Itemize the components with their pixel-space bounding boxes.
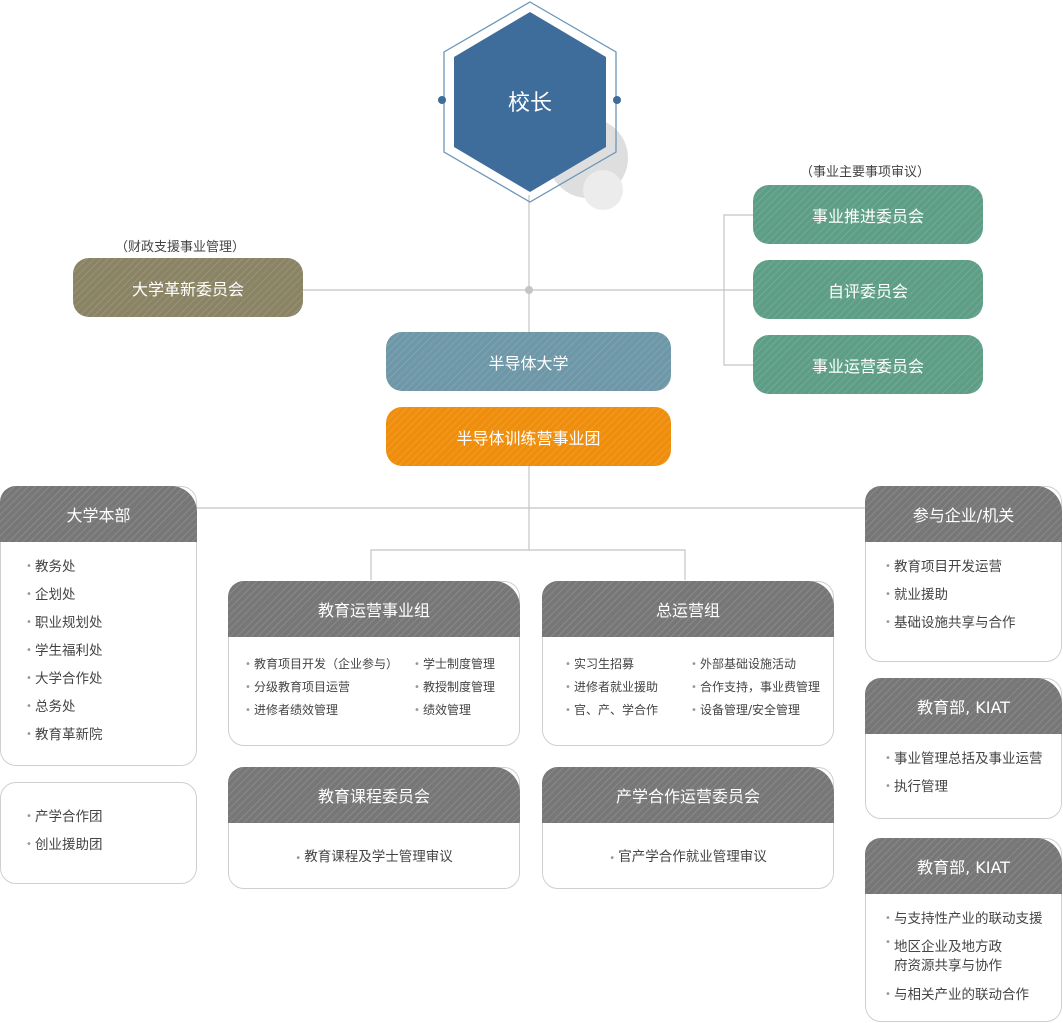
list-item: 实习生招募 [565, 653, 658, 676]
self-evaluation-committee-label: 自评委员会 [827, 281, 908, 301]
general-ops-col1: 实习生招募 进修者就业援助 官、产、学合作 [565, 653, 658, 722]
univ-innovation-committee: 大学革新委员会 [73, 258, 303, 317]
list-item: 教授制度管理 [414, 676, 495, 699]
right-committees-note: （事业主要事项审议） [800, 165, 931, 180]
ministry-list-1: 事业管理总括及事业运营 执行管理 [885, 745, 1043, 801]
left-committee-note: （财政支援事业管理） [115, 240, 246, 255]
list-item: 与支持性产业的联动支援 [885, 905, 1043, 933]
list-item: 教育项目开发（企业参与） [245, 653, 398, 676]
semiconductor-training-group: 半导体训练营事业团 [386, 407, 671, 466]
curriculum-committee-header: 教育课程委员会 [228, 767, 520, 823]
univ-hq-card: 大学本部 教务处 企划处 职业规划处 学生福利处 大学合作处 总务处 教育革新院 [0, 486, 197, 766]
univ-hq-title: 大学本部 [66, 506, 131, 525]
list-item: 教务处 [26, 553, 103, 581]
semiconductor-university-label: 半导体大学 [488, 353, 569, 373]
participating-card: 参与企业/机关 教育项目开发运营 就业援助 基础设施共享与合作 [865, 486, 1062, 662]
project-promotion-committee: 事业推进委员会 [753, 185, 983, 244]
ministry-list-2: 与支持性产业的联动支援 地区企业及地方政 府资源共享与协作 与相关产业的联动合作 [885, 905, 1043, 1009]
edu-ops-col1: 教育项目开发（企业参与） 分级教育项目运营 进修者绩效管理 [245, 653, 398, 722]
list-item: 创业援助团 [26, 831, 103, 859]
president-hexagon [438, 1, 628, 210]
general-ops-title: 总运营组 [655, 601, 720, 620]
ministry-header-1: 教育部, KIAT [865, 678, 1062, 734]
list-item: 绩效管理 [414, 699, 495, 722]
general-ops-header: 总运营组 [542, 581, 834, 637]
project-promotion-committee-label: 事业推进委员会 [811, 206, 924, 226]
ministry-header-2: 教育部, KIAT [865, 838, 1062, 894]
list-item: 进修者就业援助 [565, 676, 658, 699]
list-item: 职业规划处 [26, 609, 103, 637]
list-item: 大学合作处 [26, 665, 103, 693]
project-operation-committee-label: 事业运营委员会 [811, 356, 924, 376]
project-operation-committee: 事业运营委员会 [753, 335, 983, 394]
edu-ops-col2: 学士制度管理 教授制度管理 绩效管理 [414, 653, 495, 722]
general-ops-card: 总运营组 实习生招募 进修者就业援助 官、产、学合作 外部基础设施活动 合作支持… [542, 581, 834, 746]
ministry-title-2: 教育部, KIAT [917, 858, 1010, 877]
semiconductor-university: 半导体大学 [386, 332, 671, 391]
list-item: 产学合作团 [26, 803, 103, 831]
industry-committee-title: 产学合作运营委员会 [615, 787, 760, 806]
univ-hq-extra-list: 产学合作团 创业援助团 [26, 803, 103, 859]
univ-hq-header: 大学本部 [0, 486, 197, 542]
edu-ops-header: 教育运营事业组 [228, 581, 520, 637]
participating-header: 参与企业/机关 [865, 486, 1062, 542]
list-item: 地区企业及地方政 府资源共享与协作 [885, 933, 1043, 981]
list-item: 外部基础设施活动 [691, 653, 820, 676]
list-item: 基础设施共享与合作 [885, 609, 1016, 637]
list-item: 教育革新院 [26, 721, 103, 749]
univ-hq-list: 教务处 企划处 职业规划处 学生福利处 大学合作处 总务处 教育革新院 [26, 553, 103, 749]
list-item: 教育项目开发运营 [885, 553, 1016, 581]
participating-list: 教育项目开发运营 就业援助 基础设施共享与合作 [885, 553, 1016, 637]
curriculum-committee-title: 教育课程委员会 [317, 787, 430, 806]
president-label: 校长 [507, 91, 552, 116]
list-item: 进修者绩效管理 [245, 699, 398, 722]
industry-committee-header: 产学合作运营委员会 [542, 767, 834, 823]
list-item: 事业管理总括及事业运营 [885, 745, 1043, 773]
semiconductor-training-group-label: 半导体训练营事业团 [456, 428, 601, 448]
univ-innovation-committee-label: 大学革新委员会 [131, 279, 244, 299]
edu-ops-title: 教育运营事业组 [317, 601, 430, 620]
industry-committee-item: 官产学合作就业管理审议 [543, 845, 833, 865]
list-item: 分级教育项目运营 [245, 676, 398, 699]
list-item: 学士制度管理 [414, 653, 495, 676]
univ-hq-extra-card: 产学合作团 创业援助团 [0, 782, 197, 884]
ministry-card-1: 教育部, KIAT 事业管理总括及事业运营 执行管理 [865, 678, 1062, 819]
industry-committee-card: 产学合作运营委员会 官产学合作就业管理审议 [542, 767, 834, 889]
list-item: 总务处 [26, 693, 103, 721]
general-ops-col2: 外部基础设施活动 合作支持，事业费管理 设备管理/安全管理 [691, 653, 820, 722]
curriculum-committee-card: 教育课程委员会 教育课程及学士管理审议 [228, 767, 520, 889]
self-evaluation-committee: 自评委员会 [753, 260, 983, 319]
ministry-title-1: 教育部, KIAT [917, 698, 1010, 717]
list-item: 执行管理 [885, 773, 1043, 801]
list-item: 就业援助 [885, 581, 1016, 609]
curriculum-committee-item: 教育课程及学士管理审议 [229, 845, 519, 865]
list-item: 设备管理/安全管理 [691, 699, 820, 722]
list-item: 学生福利处 [26, 637, 103, 665]
participating-title: 参与企业/机关 [912, 506, 1015, 525]
list-item: 与相关产业的联动合作 [885, 981, 1043, 1009]
list-item: 合作支持，事业费管理 [691, 676, 820, 699]
edu-ops-card: 教育运营事业组 教育项目开发（企业参与） 分级教育项目运营 进修者绩效管理 学士… [228, 581, 520, 746]
list-item: 官、产、学合作 [565, 699, 658, 722]
ministry-card-2: 教育部, KIAT 与支持性产业的联动支援 地区企业及地方政 府资源共享与协作 … [865, 838, 1062, 1022]
list-item: 企划处 [26, 581, 103, 609]
